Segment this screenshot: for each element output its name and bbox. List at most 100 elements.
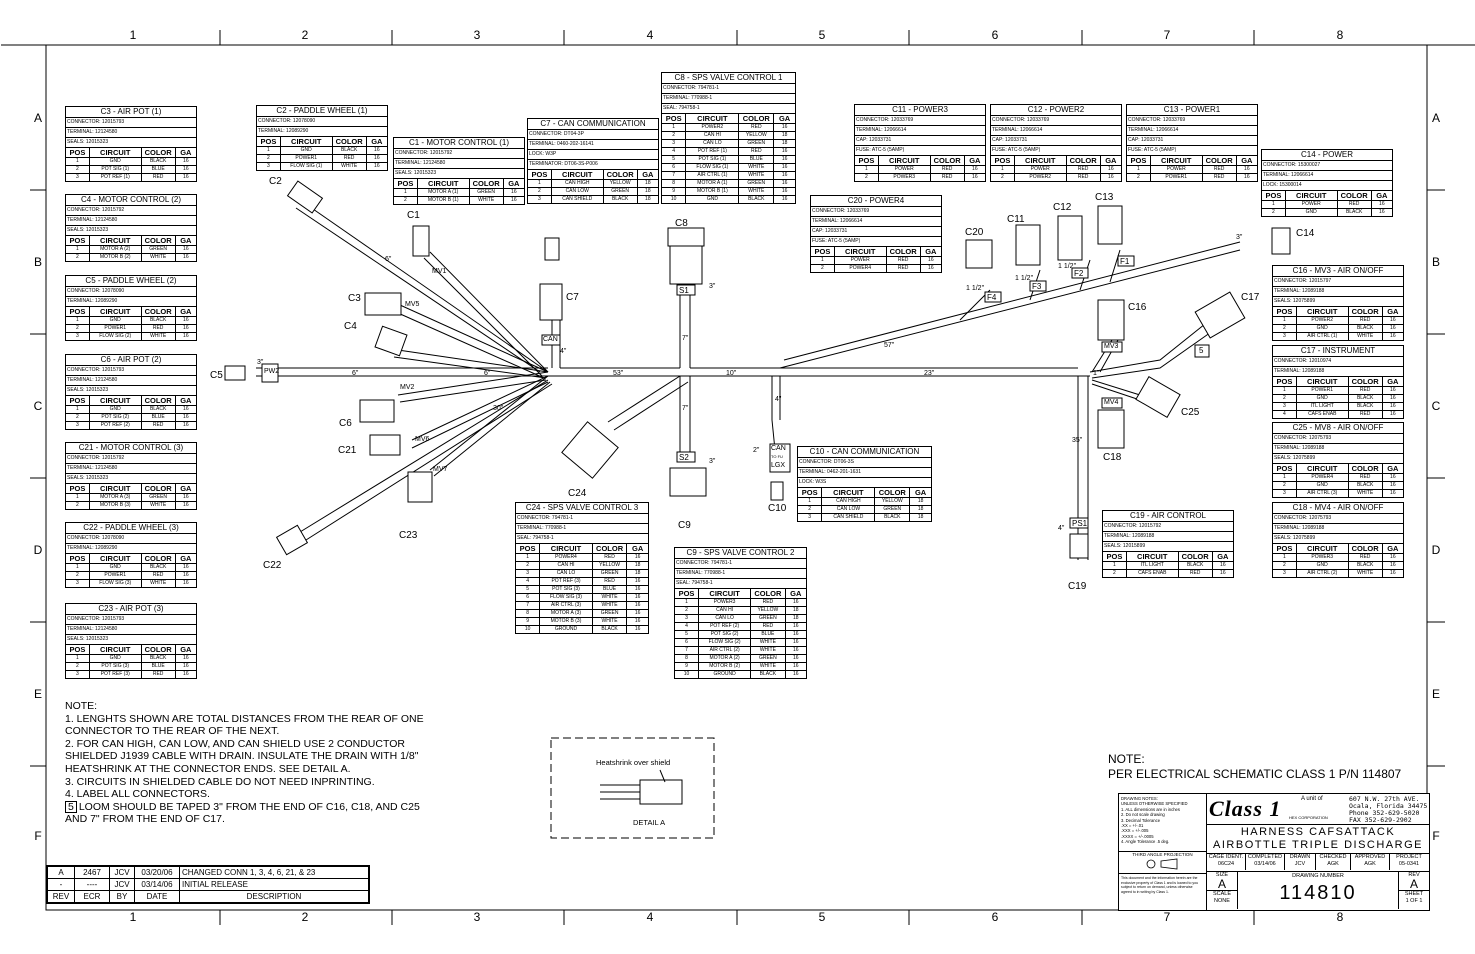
dim-10: 10" (726, 370, 737, 377)
table-meta: FUSE: ATC-5 (5AMP) (1127, 146, 1257, 156)
table-cell: 2 (1127, 173, 1151, 181)
connector-table-c22: C22 - PADDLE WHEEL (3)CONNECTOR: 1207809… (65, 522, 197, 588)
dim-4a: 4" (560, 348, 567, 355)
can-box-bottom: LGX (771, 462, 786, 469)
table-header: CIRCUIT (833, 247, 887, 257)
table-cell: BLUE (140, 165, 176, 174)
table-cell: YELLOW (750, 606, 786, 615)
table-cell: 7 (662, 171, 687, 180)
table-cell: POT REF (1) (685, 147, 740, 156)
table-title: C14 - POWER (1262, 150, 1392, 161)
grid-col-5-bottom: 5 (818, 910, 826, 924)
table-cell: 16 (174, 157, 196, 166)
note-line-6: 3. CIRCUITS IN SHIELDED CABLE DO NOT NEE… (65, 775, 375, 788)
table-meta: TERMINAL: 12089188 (1103, 532, 1233, 542)
table-header: GA (174, 148, 196, 158)
table-cell: 2 (811, 264, 835, 272)
table-meta: FUSE: ATC-5 (5AMP) (855, 146, 985, 156)
rev-header: ECR (74, 890, 110, 903)
table-header: CIRCUIT (821, 488, 876, 498)
tag-pw2: PW2 (264, 368, 280, 375)
rev-header: DESCRIPTION (179, 890, 369, 903)
table-cell: 3 (675, 614, 700, 623)
table-cell: RED (1201, 173, 1237, 181)
table-cell: BLACK (1336, 208, 1372, 216)
table-header: COLOR (1201, 156, 1237, 166)
table-cell: 16 (919, 256, 941, 265)
table-header: CIRCUIT (685, 114, 740, 124)
table-cell: 18 (636, 179, 658, 188)
table-header: GA (909, 488, 931, 498)
note-line-7: 4. LABEL ALL CONNECTORS. (65, 788, 210, 801)
note-line-2: CONNECTOR TO THE REAR OF THE NEXT. (65, 725, 280, 738)
table-cell: MOTOR A (1) (685, 179, 740, 188)
table-cell: 16 (1381, 473, 1403, 482)
table-header: COLOR (140, 645, 176, 655)
dim-1-1-2-c: 1 1/2" (1058, 263, 1077, 270)
table-meta: TERMINAL: 12089290 (257, 127, 387, 137)
table-cell: BLACK (1347, 481, 1383, 490)
table-cell: 2 (66, 324, 90, 333)
table-header: COLOR (331, 137, 367, 147)
address-line: 607 N.W. 27th AVE. (1349, 795, 1420, 803)
drawing-note-line: 4. Angle Tolerance .5 deg. (1121, 839, 1170, 845)
table-cell: POWER4 (539, 553, 593, 562)
table-cell: 16 (174, 332, 196, 340)
table-header: GA (1235, 156, 1257, 166)
table-cell: 1 (811, 256, 835, 265)
table-cell: 7 (675, 646, 700, 655)
table-meta: LOCK: W3S (798, 478, 931, 488)
table-title: C9 - SPS VALVE CONTROL 2 (675, 548, 806, 559)
table-cell: POWER (833, 256, 887, 265)
table-cell: 16 (1381, 402, 1403, 411)
table-cell: WHITE (140, 253, 176, 261)
table-cell: 1 (257, 146, 281, 155)
table-header: CIRCUIT (88, 645, 142, 655)
table-header: POS (811, 247, 835, 257)
table-cell: 1 (1273, 386, 1297, 395)
grid-col-5: 5 (818, 28, 826, 42)
table-cell: 3 (66, 332, 90, 340)
table-meta: TERMINATOR: DT06-3S-P006 (528, 160, 658, 170)
table-meta: TERMINAL: 12124580 (66, 216, 196, 226)
table-meta: TERMINAL: 12089188 (1273, 444, 1403, 454)
table-cell: 16 (174, 579, 196, 587)
table-cell: 16 (174, 165, 196, 174)
table-cell: 18 (773, 131, 795, 140)
table-cell: WHITE (140, 579, 176, 587)
table-cell: MOTOR B (3) (539, 617, 593, 626)
table-cell: 2 (798, 505, 823, 514)
table-cell: 16 (174, 413, 196, 422)
dim-35: 35" (1072, 437, 1083, 444)
table-cell: BLUE (738, 155, 775, 164)
proprietary-notice: This document and the information herein… (1119, 874, 1207, 910)
table-header: COLOR (140, 148, 176, 158)
size-value: A (1217, 877, 1226, 891)
table-cell: 6 (675, 638, 700, 647)
grid-col-3: 3 (473, 28, 481, 42)
table-cell: 2 (66, 165, 90, 174)
note-item5-line2: AND 7" FROM THE END OF C17. (65, 813, 225, 826)
